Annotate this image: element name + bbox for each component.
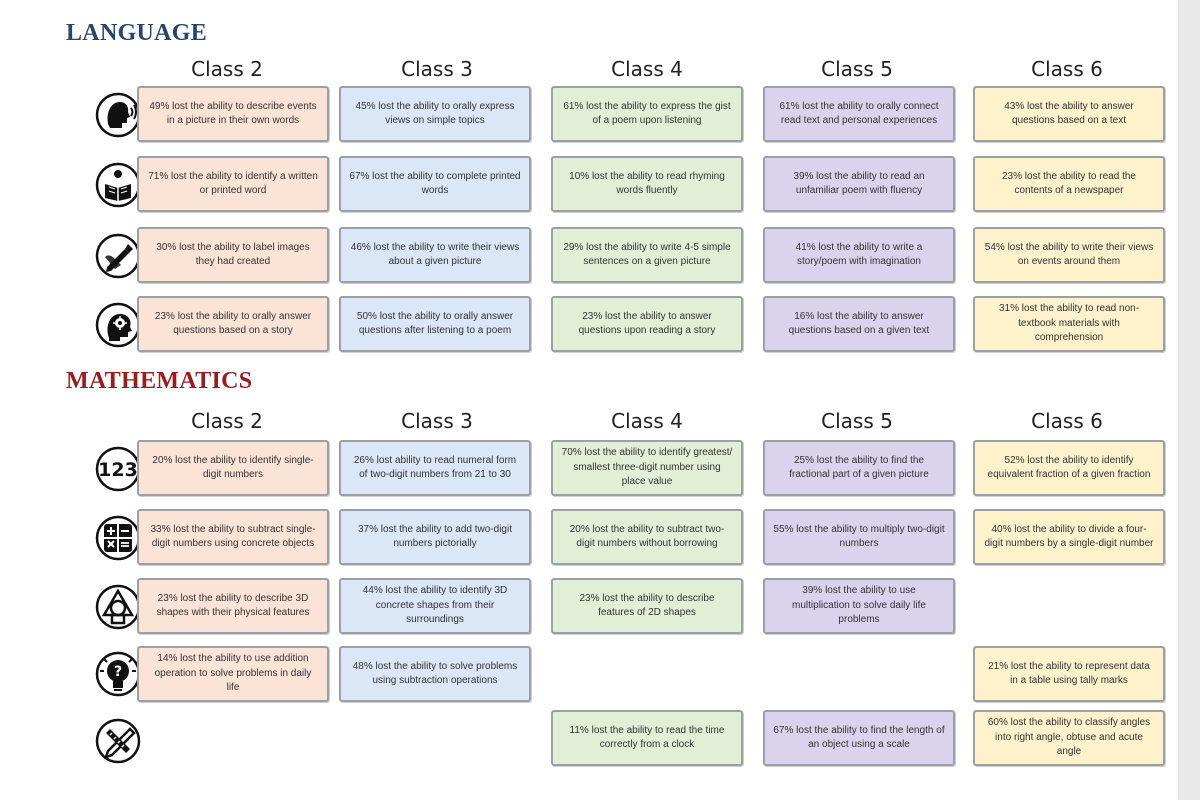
mathematics-stat-cell: 14% lost the ability to use addition ope… [137, 646, 329, 702]
mathematics-stat-cell: 67% lost the ability to find the length … [763, 710, 955, 766]
language-class-header: Class 5 [821, 57, 893, 81]
mathematics-stat-cell: 26% lost ability to read numeral form of… [339, 440, 531, 496]
language-stat-cell: 30% lost the ability to label images the… [137, 227, 329, 283]
mathematics-stat-cell: 23% lost the ability to describe feature… [551, 578, 743, 634]
mathematics-stat-cell: 20% lost the ability to subtract two-dig… [551, 509, 743, 565]
mathematics-section-title: MATHEMATICS [66, 368, 253, 394]
language-stat-cell: 23% lost the ability to answer questions… [551, 296, 743, 352]
language-class-header: Class 4 [611, 57, 683, 81]
language-stat-cell: 23% lost the ability to orally answer qu… [137, 296, 329, 352]
language-class-header: Class 3 [401, 57, 473, 81]
mathematics-stat-cell: 21% lost the ability to represent data i… [973, 646, 1165, 702]
mathematics-stat-cell: 33% lost the ability to subtract single-… [137, 509, 329, 565]
speaking-head-icon [95, 92, 141, 138]
mathematics-class-header: Class 4 [611, 409, 683, 433]
reading-person-icon [95, 162, 141, 208]
language-stat-cell: 39% lost the ability to read an unfamili… [763, 156, 955, 212]
svg-text:?: ? [114, 664, 122, 680]
ruler-pencil-icon [95, 718, 141, 764]
thinking-head-icon [95, 302, 141, 348]
mathematics-stat-cell: 23% lost the ability to describe 3D shap… [137, 578, 329, 634]
language-stat-cell: 41% lost the ability to write a story/po… [763, 227, 955, 283]
language-stat-cell: 45% lost the ability to orally express v… [339, 86, 531, 142]
language-class-header: Class 6 [1031, 57, 1103, 81]
mathematics-stat-cell: 44% lost the ability to identify 3D conc… [339, 578, 531, 634]
language-section-title: LANGUAGE [66, 20, 208, 46]
writing-hand-icon [95, 233, 141, 279]
mathematics-stat-cell: 39% lost the ability to use multiplicati… [763, 578, 955, 634]
arithmetic-operators-icon [95, 515, 141, 561]
mathematics-stat-cell: 52% lost the ability to identify equival… [973, 440, 1165, 496]
svg-text:123: 123 [98, 459, 138, 481]
language-stat-cell: 29% lost the ability to write 4-5 simple… [551, 227, 743, 283]
mathematics-stat-cell: 25% lost the ability to find the fractio… [763, 440, 955, 496]
language-stat-cell: 49% lost the ability to describe events … [137, 86, 329, 142]
geometric-shapes-icon [95, 584, 141, 630]
mathematics-stat-cell: 20% lost the ability to identify single-… [137, 440, 329, 496]
language-stat-cell: 43% lost the ability to answer questions… [973, 86, 1165, 142]
mathematics-class-header: Class 6 [1031, 409, 1103, 433]
mathematics-stat-cell: 40% lost the ability to divide a four-di… [973, 509, 1165, 565]
language-stat-cell: 71% lost the ability to identify a writt… [137, 156, 329, 212]
language-stat-cell: 67% lost the ability to complete printed… [339, 156, 531, 212]
language-stat-cell: 50% lost the ability to orally answer qu… [339, 296, 531, 352]
language-stat-cell: 16% lost the ability to answer questions… [763, 296, 955, 352]
language-stat-cell: 61% lost the ability to express the gist… [551, 86, 743, 142]
language-stat-cell: 31% lost the ability to read non-textboo… [973, 296, 1165, 352]
mathematics-stat-cell: 11% lost the ability to read the time co… [551, 710, 743, 766]
mathematics-class-header: Class 5 [821, 409, 893, 433]
mathematics-stat-cell: 55% lost the ability to multiply two-dig… [763, 509, 955, 565]
mathematics-stat-cell: 37% lost the ability to add two-digit nu… [339, 509, 531, 565]
mathematics-class-header: Class 3 [401, 409, 473, 433]
language-stat-cell: 54% lost the ability to write their view… [973, 227, 1165, 283]
mathematics-stat-cell: 48% lost the ability to solve problems u… [339, 646, 531, 702]
mathematics-stat-cell: 70% lost the ability to identify greates… [551, 440, 743, 496]
mathematics-stat-cell: 60% lost the ability to classify angles … [973, 710, 1165, 766]
page-edge-shadow [1178, 0, 1200, 800]
language-stat-cell: 23% lost the ability to read the content… [973, 156, 1165, 212]
language-class-header: Class 2 [191, 57, 263, 81]
question-bulb-icon: ? [95, 651, 141, 697]
language-stat-cell: 10% lost the ability to read rhyming wor… [551, 156, 743, 212]
numbers-123-icon: 123 [95, 446, 141, 492]
language-stat-cell: 61% lost the ability to orally connect r… [763, 86, 955, 142]
language-stat-cell: 46% lost the ability to write their view… [339, 227, 531, 283]
mathematics-class-header: Class 2 [191, 409, 263, 433]
